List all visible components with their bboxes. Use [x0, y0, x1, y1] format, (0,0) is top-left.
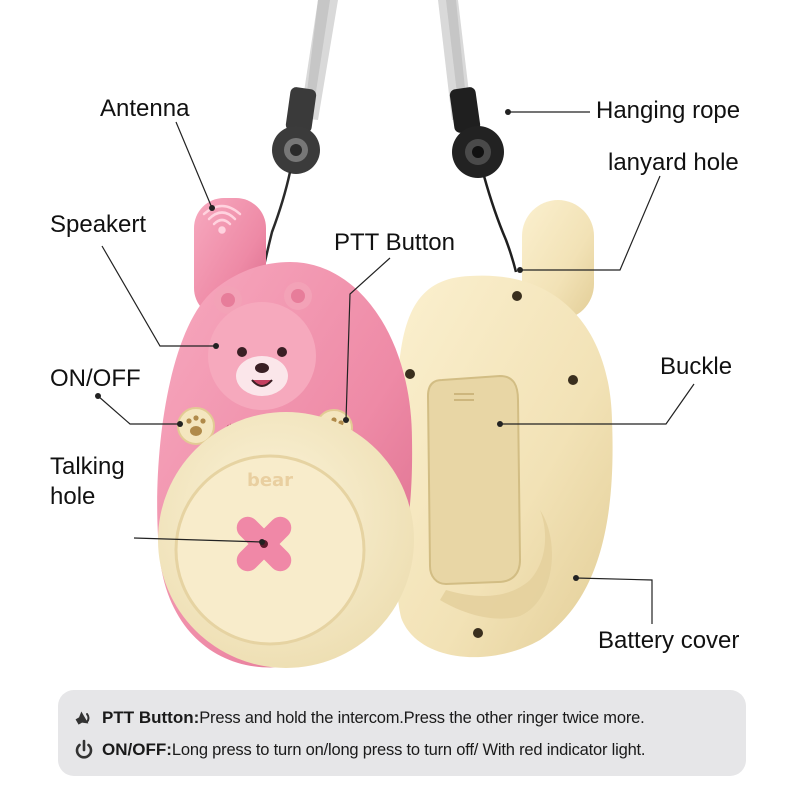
power-icon: [75, 739, 93, 759]
ptt-term: PTT Button:: [102, 708, 200, 727]
hanging-rope-label: Hanging rope: [596, 97, 741, 124]
ptt-button-label: PTT Button: [334, 229, 455, 256]
callout-leader-lines: [97, 111, 695, 624]
brand-text: bear: [247, 470, 293, 491]
left-lanyard-clip: [262, 87, 320, 267]
ptt-info-row: PTT Button: Press and hold the intercom.…: [72, 704, 742, 732]
bear-face: [208, 282, 316, 410]
front-walkie-talkie: ⏻ ◂) bear: [157, 198, 414, 668]
battery-cover-label: Battery cover: [598, 627, 740, 654]
talking-hole-label-line1: Talking: [50, 453, 125, 480]
info-panel: PTT Button: Press and hold the intercom.…: [58, 690, 746, 776]
right-lanyard-clip: [449, 87, 518, 273]
lanyard-hole-label: lanyard hole: [608, 149, 739, 176]
battery-cover-texture: [440, 510, 552, 619]
lanyard-hole: [512, 291, 522, 301]
callout-dots: [95, 109, 579, 581]
antenna-label: Antenna: [100, 95, 190, 122]
on-off-label: ON/OFF: [50, 365, 141, 392]
speaker-icon: [202, 204, 242, 234]
back-walkie-talkie: [394, 200, 613, 658]
talking-hole-label-line2: hole: [50, 483, 96, 510]
speaker-label: Speakert: [50, 211, 147, 238]
onoff-term: ON/OFF:: [102, 740, 172, 759]
buckle-label: Buckle: [660, 353, 733, 380]
ptt-sound-icon: [75, 711, 90, 725]
ptt-description: Press and hold the intercom.Press the ot…: [199, 708, 645, 727]
onoff-info-row: ON/OFF: Long press to turn on/long press…: [72, 736, 742, 764]
buckle-clip: [426, 374, 522, 586]
onoff-description: Long press to turn on/long press to turn…: [171, 740, 646, 759]
